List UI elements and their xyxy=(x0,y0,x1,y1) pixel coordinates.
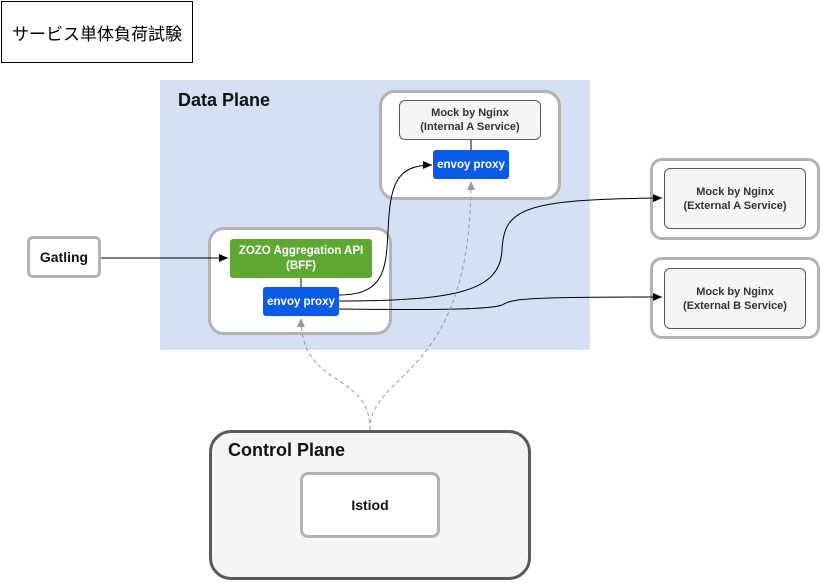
external-a-mock-box: Mock by Nginx (External A Service) xyxy=(664,168,806,229)
bff-box: ZOZO Aggregation API (BFF) xyxy=(230,239,372,278)
edge-istiod-to-bff-envoy xyxy=(297,317,371,431)
external-b-mock-box: Mock by Nginx (External B Service) xyxy=(664,268,806,329)
edge-bff-to-internal-a xyxy=(338,161,433,296)
edge-istiod-to-internal-a-envoy xyxy=(369,180,475,431)
edge-bff-to-external-b xyxy=(338,293,663,311)
internal-a-line2: (Internal A Service) xyxy=(420,121,520,133)
internal-a-line1: Mock by Nginx xyxy=(431,107,509,119)
external-b-line2: (External B Service) xyxy=(683,299,787,312)
gatling-node: Gatling xyxy=(27,236,101,278)
istiod-node: Istiod xyxy=(300,472,440,538)
external-a-line2: (External A Service) xyxy=(683,199,787,212)
internal-a-mock-box: Mock by Nginx (Internal A Service) xyxy=(399,100,541,140)
external-a-line1: Mock by Nginx xyxy=(696,185,774,198)
bff-line2: (BFF) xyxy=(285,259,316,272)
data-plane-label: Data Plane xyxy=(178,90,271,110)
diagram-title: サービス単体負荷試験 xyxy=(1,1,193,63)
external-b-line1: Mock by Nginx xyxy=(696,285,774,298)
internal-a-envoy-proxy: envoy proxy xyxy=(433,150,509,179)
bff-envoy-proxy: envoy proxy xyxy=(263,287,339,316)
bff-line1: ZOZO Aggregation API xyxy=(238,244,364,257)
control-plane-region xyxy=(209,430,531,580)
edge-bff-to-external-a xyxy=(338,194,663,302)
control-plane-label: Control Plane xyxy=(228,440,346,460)
